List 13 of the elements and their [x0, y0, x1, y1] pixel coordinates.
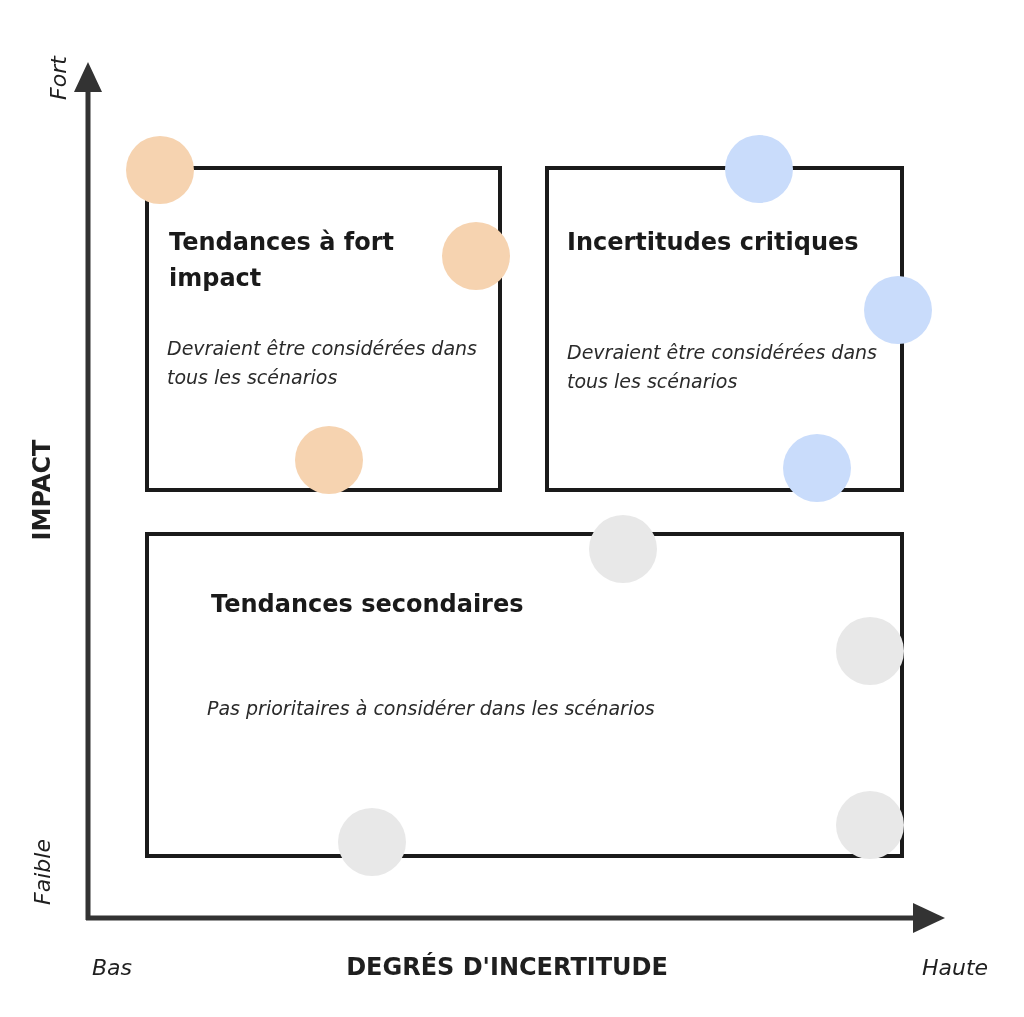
quadrant-description: Devraient être considérées dans tous les scénarios [167, 336, 478, 390]
axis-label: Bas [92, 954, 132, 980]
quadrant-description: Pas prioritaires à considérer dans les scénarios [207, 696, 656, 721]
axis-label: DEGRÉS D'INCERTITUDE [346, 953, 668, 981]
quadrant-title: Tendances secondaires [211, 589, 525, 620]
quadrant-description: Devraient être considérées dans tous les scénarios [567, 340, 878, 394]
axis-label: Faible [29, 839, 55, 905]
axis-label: Fort [45, 56, 71, 100]
quadrant-title: Tendances à fort impact [169, 227, 395, 294]
axis-label: IMPACT [28, 439, 56, 541]
axis-label: Haute [921, 954, 989, 980]
quadrant-title: Incertitudes critiques [567, 227, 860, 258]
quadrant-box [145, 532, 904, 858]
